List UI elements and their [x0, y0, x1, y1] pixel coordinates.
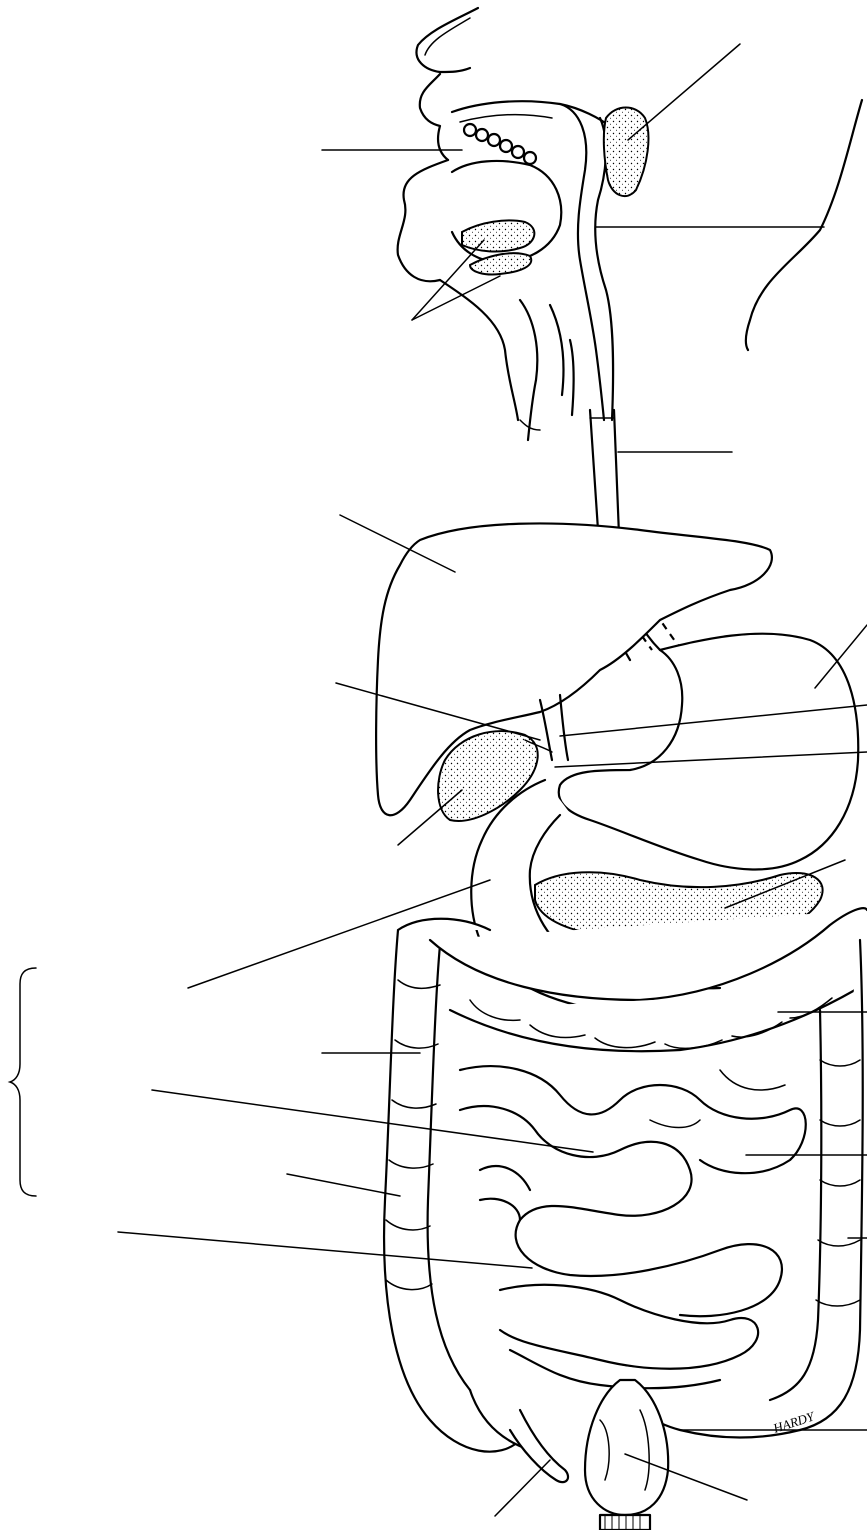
parotid-gland-line: [628, 44, 740, 140]
teeth-row: [464, 124, 536, 164]
haustra-line: [287, 1174, 400, 1196]
appendix-line: [495, 1460, 550, 1516]
duodenum-line: [188, 880, 490, 988]
salivary-glands-line-2: [412, 276, 500, 320]
head-profile: [398, 8, 862, 440]
small-intestine: [460, 1066, 806, 1388]
small-intestine-bracket: [10, 968, 36, 1196]
